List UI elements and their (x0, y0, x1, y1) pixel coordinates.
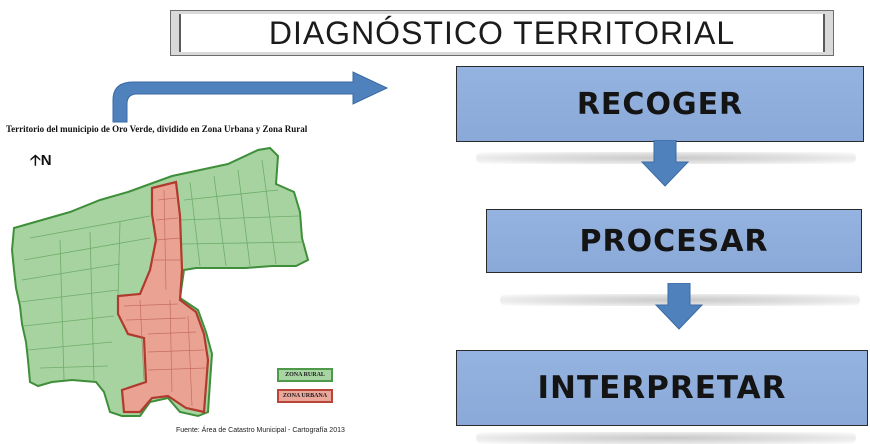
legend-urbana: ZONA URBANA (277, 389, 333, 403)
step-interpretar: INTERPRETAR (456, 350, 868, 426)
down-arrow-icon (640, 140, 690, 187)
map-source: Fuente: Área de Catastro Municipal - Car… (176, 427, 345, 434)
map-shape (10, 146, 310, 418)
north-label: N (40, 152, 52, 169)
territory-map: Territorio del municipio de Oro Verde, d… (0, 120, 360, 439)
step-shadow (476, 432, 856, 444)
title-frame: DIAGNÓSTICO TERRITORIAL (170, 10, 834, 56)
down-arrow-icon (654, 283, 704, 330)
step-procesar: PROCESAR (486, 209, 862, 273)
page-title: DIAGNÓSTICO TERRITORIAL (179, 14, 825, 52)
legend-rural: ZONA RURAL (277, 368, 333, 382)
north-indicator: 🡡N (30, 150, 52, 175)
north-arrow-icon: 🡡 (30, 152, 41, 169)
step-recoger: RECOGER (456, 66, 864, 142)
map-title: Territorio del municipio de Oro Verde, d… (6, 124, 308, 134)
urban-zone (116, 180, 210, 414)
curved-arrow-icon (112, 71, 389, 123)
